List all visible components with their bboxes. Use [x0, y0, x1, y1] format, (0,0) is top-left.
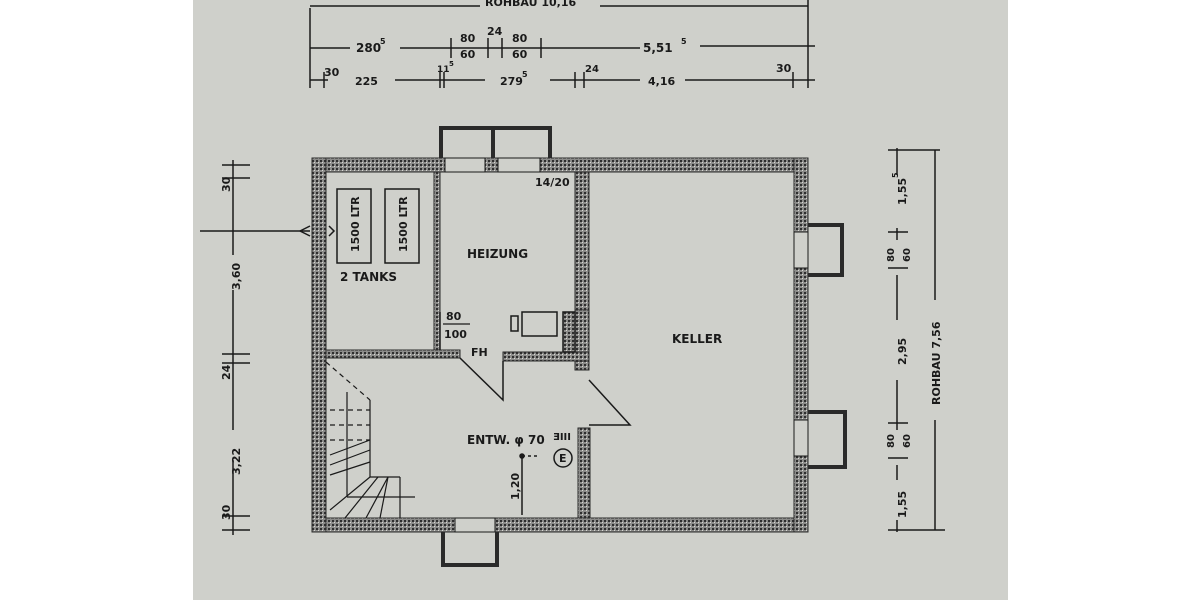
svg-text:3,22: 3,22	[230, 448, 243, 475]
window-openings	[444, 157, 809, 533]
chimney-label: 14/20	[535, 176, 570, 189]
door-width-label: 80	[446, 310, 462, 323]
overall-depth-label: ROHBAU 7,56	[930, 321, 943, 405]
svg-text:3,60: 3,60	[230, 263, 243, 290]
svg-text:5: 5	[522, 70, 528, 79]
drain-label: ENTW. φ 70	[467, 433, 545, 447]
svg-text:60: 60	[902, 434, 913, 448]
blueprint-paper	[193, 0, 1008, 600]
svg-text:80: 80	[886, 248, 897, 262]
svg-text:E: E	[559, 452, 567, 465]
svg-text:5: 5	[449, 60, 454, 68]
svg-text:11: 11	[437, 65, 450, 75]
svg-text:24: 24	[585, 64, 599, 75]
tank-2	[384, 188, 420, 264]
svg-text:279: 279	[500, 75, 523, 88]
keller-label: KELLER	[672, 332, 722, 346]
svg-text:5: 5	[681, 37, 687, 46]
light-wells	[439, 126, 847, 567]
svg-text:24: 24	[220, 364, 233, 380]
tank-1-label: 1500 LTR	[349, 196, 362, 252]
left-dimensions	[200, 160, 311, 535]
overall-width-label: ROHBAU 10,16	[485, 0, 576, 9]
svg-text:1,55: 1,55	[896, 178, 909, 205]
tanks-label: 2 TANKS	[340, 270, 397, 284]
svg-text:60: 60	[512, 48, 528, 61]
oil-tanks	[328, 188, 420, 264]
right-dimension-labels: 1,55 5 80 60 2,95 80 60 1,55 ROHBAU 7,56	[886, 172, 943, 518]
svg-text:24: 24	[487, 25, 503, 38]
door-swings	[439, 312, 632, 426]
tank-1	[336, 188, 372, 264]
svg-text:5: 5	[380, 37, 386, 46]
svg-text:30: 30	[776, 62, 792, 75]
left-dimension-labels: 30 3,60 24 3,22 30	[220, 176, 243, 520]
svg-text:1,55: 1,55	[896, 491, 909, 518]
svg-text:80: 80	[512, 32, 528, 45]
drain-marker	[519, 453, 540, 515]
meter-marks: ƎIII	[553, 432, 571, 443]
svg-text:225: 225	[355, 75, 378, 88]
svg-text:5,51: 5,51	[643, 41, 673, 55]
right-dimensions	[888, 148, 945, 532]
svg-text:280: 280	[356, 41, 381, 55]
svg-text:30: 30	[220, 176, 233, 192]
svg-text:2,95: 2,95	[896, 338, 909, 365]
drain-height-label: 1,20	[509, 473, 522, 500]
svg-text:5: 5	[891, 172, 900, 178]
svg-text:60: 60	[460, 48, 476, 61]
door-height-label: 100	[444, 328, 467, 341]
staircase	[325, 361, 415, 519]
heizung-label: HEIZUNG	[467, 247, 528, 261]
svg-text:30: 30	[324, 66, 340, 79]
tank-2-label: 1500 LTR	[397, 196, 410, 252]
top-dimension-labels: ROHBAU 10,16 280 5 80 60 24 80 60 5,51 5…	[324, 0, 792, 88]
walls	[311, 157, 809, 533]
fire-door-label: FH	[471, 346, 488, 359]
svg-text:80: 80	[886, 434, 897, 448]
svg-text:60: 60	[902, 248, 913, 262]
top-dimensions	[309, 0, 815, 88]
boiler	[510, 311, 576, 353]
electric-meter-icon: E	[553, 448, 573, 468]
svg-text:30: 30	[220, 504, 233, 520]
svg-text:80: 80	[460, 32, 476, 45]
svg-text:4,16: 4,16	[648, 75, 675, 88]
